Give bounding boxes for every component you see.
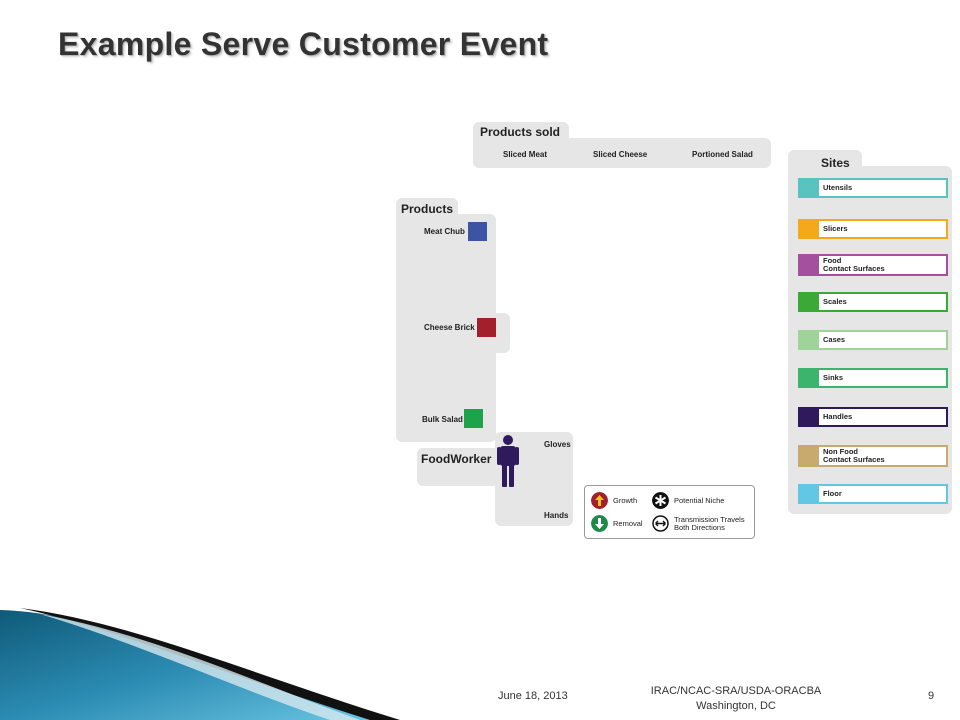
site-row-handles: Handles <box>798 407 948 427</box>
site-swatch <box>800 370 819 386</box>
growth-arrow-icon <box>591 492 608 509</box>
site-label: Sinks <box>823 373 844 382</box>
legend-growth-label: Growth <box>613 496 638 505</box>
site-label: Slicers <box>823 224 848 233</box>
site-label: Non Food Contact Surfaces <box>823 447 885 465</box>
site-row-cases: Cases <box>798 330 948 350</box>
footer-org-line2: Washington, DC <box>696 700 776 712</box>
product-label-cheese-brick: Cheese Brick <box>424 323 475 332</box>
products-sold-panel <box>473 138 771 168</box>
site-label: Floor <box>823 489 842 498</box>
site-swatch <box>800 486 819 502</box>
site-label-line1: Food <box>823 256 842 265</box>
foodworker-gloves-label: Gloves <box>544 440 571 449</box>
product-label-bulk-salad: Bulk Salad <box>422 415 463 424</box>
site-row-food-contact-surfaces: Food Contact Surfaces <box>798 254 948 276</box>
site-label-line1: Non Food <box>823 447 858 456</box>
legend-transmission-label-2: Both Directions <box>674 523 725 532</box>
decorative-swoosh <box>0 608 400 720</box>
site-row-slicers: Slicers <box>798 219 948 239</box>
site-swatch <box>800 256 819 274</box>
foodworker-hands-label: Hands <box>544 511 569 520</box>
site-swatch <box>800 409 819 425</box>
removal-arrow-icon <box>591 515 608 532</box>
potential-niche-icon <box>652 492 669 509</box>
site-label-line2: Contact Surfaces <box>823 264 885 273</box>
foodworker-title: FoodWorker <box>421 452 492 466</box>
site-row-utensils: Utensils <box>798 178 948 198</box>
slide-title: Example Serve Customer Event <box>58 26 549 62</box>
legend-potential-niche-label: Potential Niche <box>674 496 725 505</box>
person-icon <box>497 435 519 487</box>
legend-box: Growth Removal Potential Niche Transmiss… <box>584 485 755 539</box>
site-swatch <box>800 447 819 465</box>
sites-title: Sites <box>821 156 850 170</box>
site-label: Food Contact Surfaces <box>823 256 885 274</box>
product-swatch-meat-chub <box>468 222 487 241</box>
product-swatch-bulk-salad <box>464 409 483 428</box>
site-swatch <box>800 332 819 348</box>
site-label: Scales <box>823 297 847 306</box>
site-row-non-food-contact-surfaces: Non Food Contact Surfaces <box>798 445 948 467</box>
site-label: Utensils <box>823 183 853 192</box>
bidirectional-arrow-icon <box>652 515 669 532</box>
site-swatch <box>800 180 819 196</box>
product-swatch-cheese-brick <box>477 318 496 337</box>
products-sold-item: Sliced Meat <box>503 150 548 159</box>
page-number: 9 <box>928 690 935 702</box>
site-row-floor: Floor <box>798 484 948 504</box>
product-label-meat-chub: Meat Chub <box>424 227 465 236</box>
site-label-line2: Contact Surfaces <box>823 455 885 464</box>
site-label: Cases <box>823 335 846 344</box>
products-sold-title: Products sold <box>480 125 561 139</box>
site-label: Handles <box>823 412 853 421</box>
footer-date: June 18, 2013 <box>498 690 568 702</box>
products-title: Products <box>401 202 454 216</box>
site-row-scales: Scales <box>798 292 948 312</box>
products-sold-item: Sliced Cheese <box>593 150 648 159</box>
legend-removal-label: Removal <box>613 519 643 528</box>
footer-org-line1: IRAC/NCAC-SRA/USDA-ORACBA <box>650 685 822 697</box>
site-row-sinks: Sinks <box>798 368 948 388</box>
products-sold-item: Portioned Salad <box>692 150 753 159</box>
site-swatch <box>800 221 819 237</box>
site-swatch <box>800 294 819 310</box>
legend-transmission-label-1: Transmission Travels <box>674 515 745 524</box>
